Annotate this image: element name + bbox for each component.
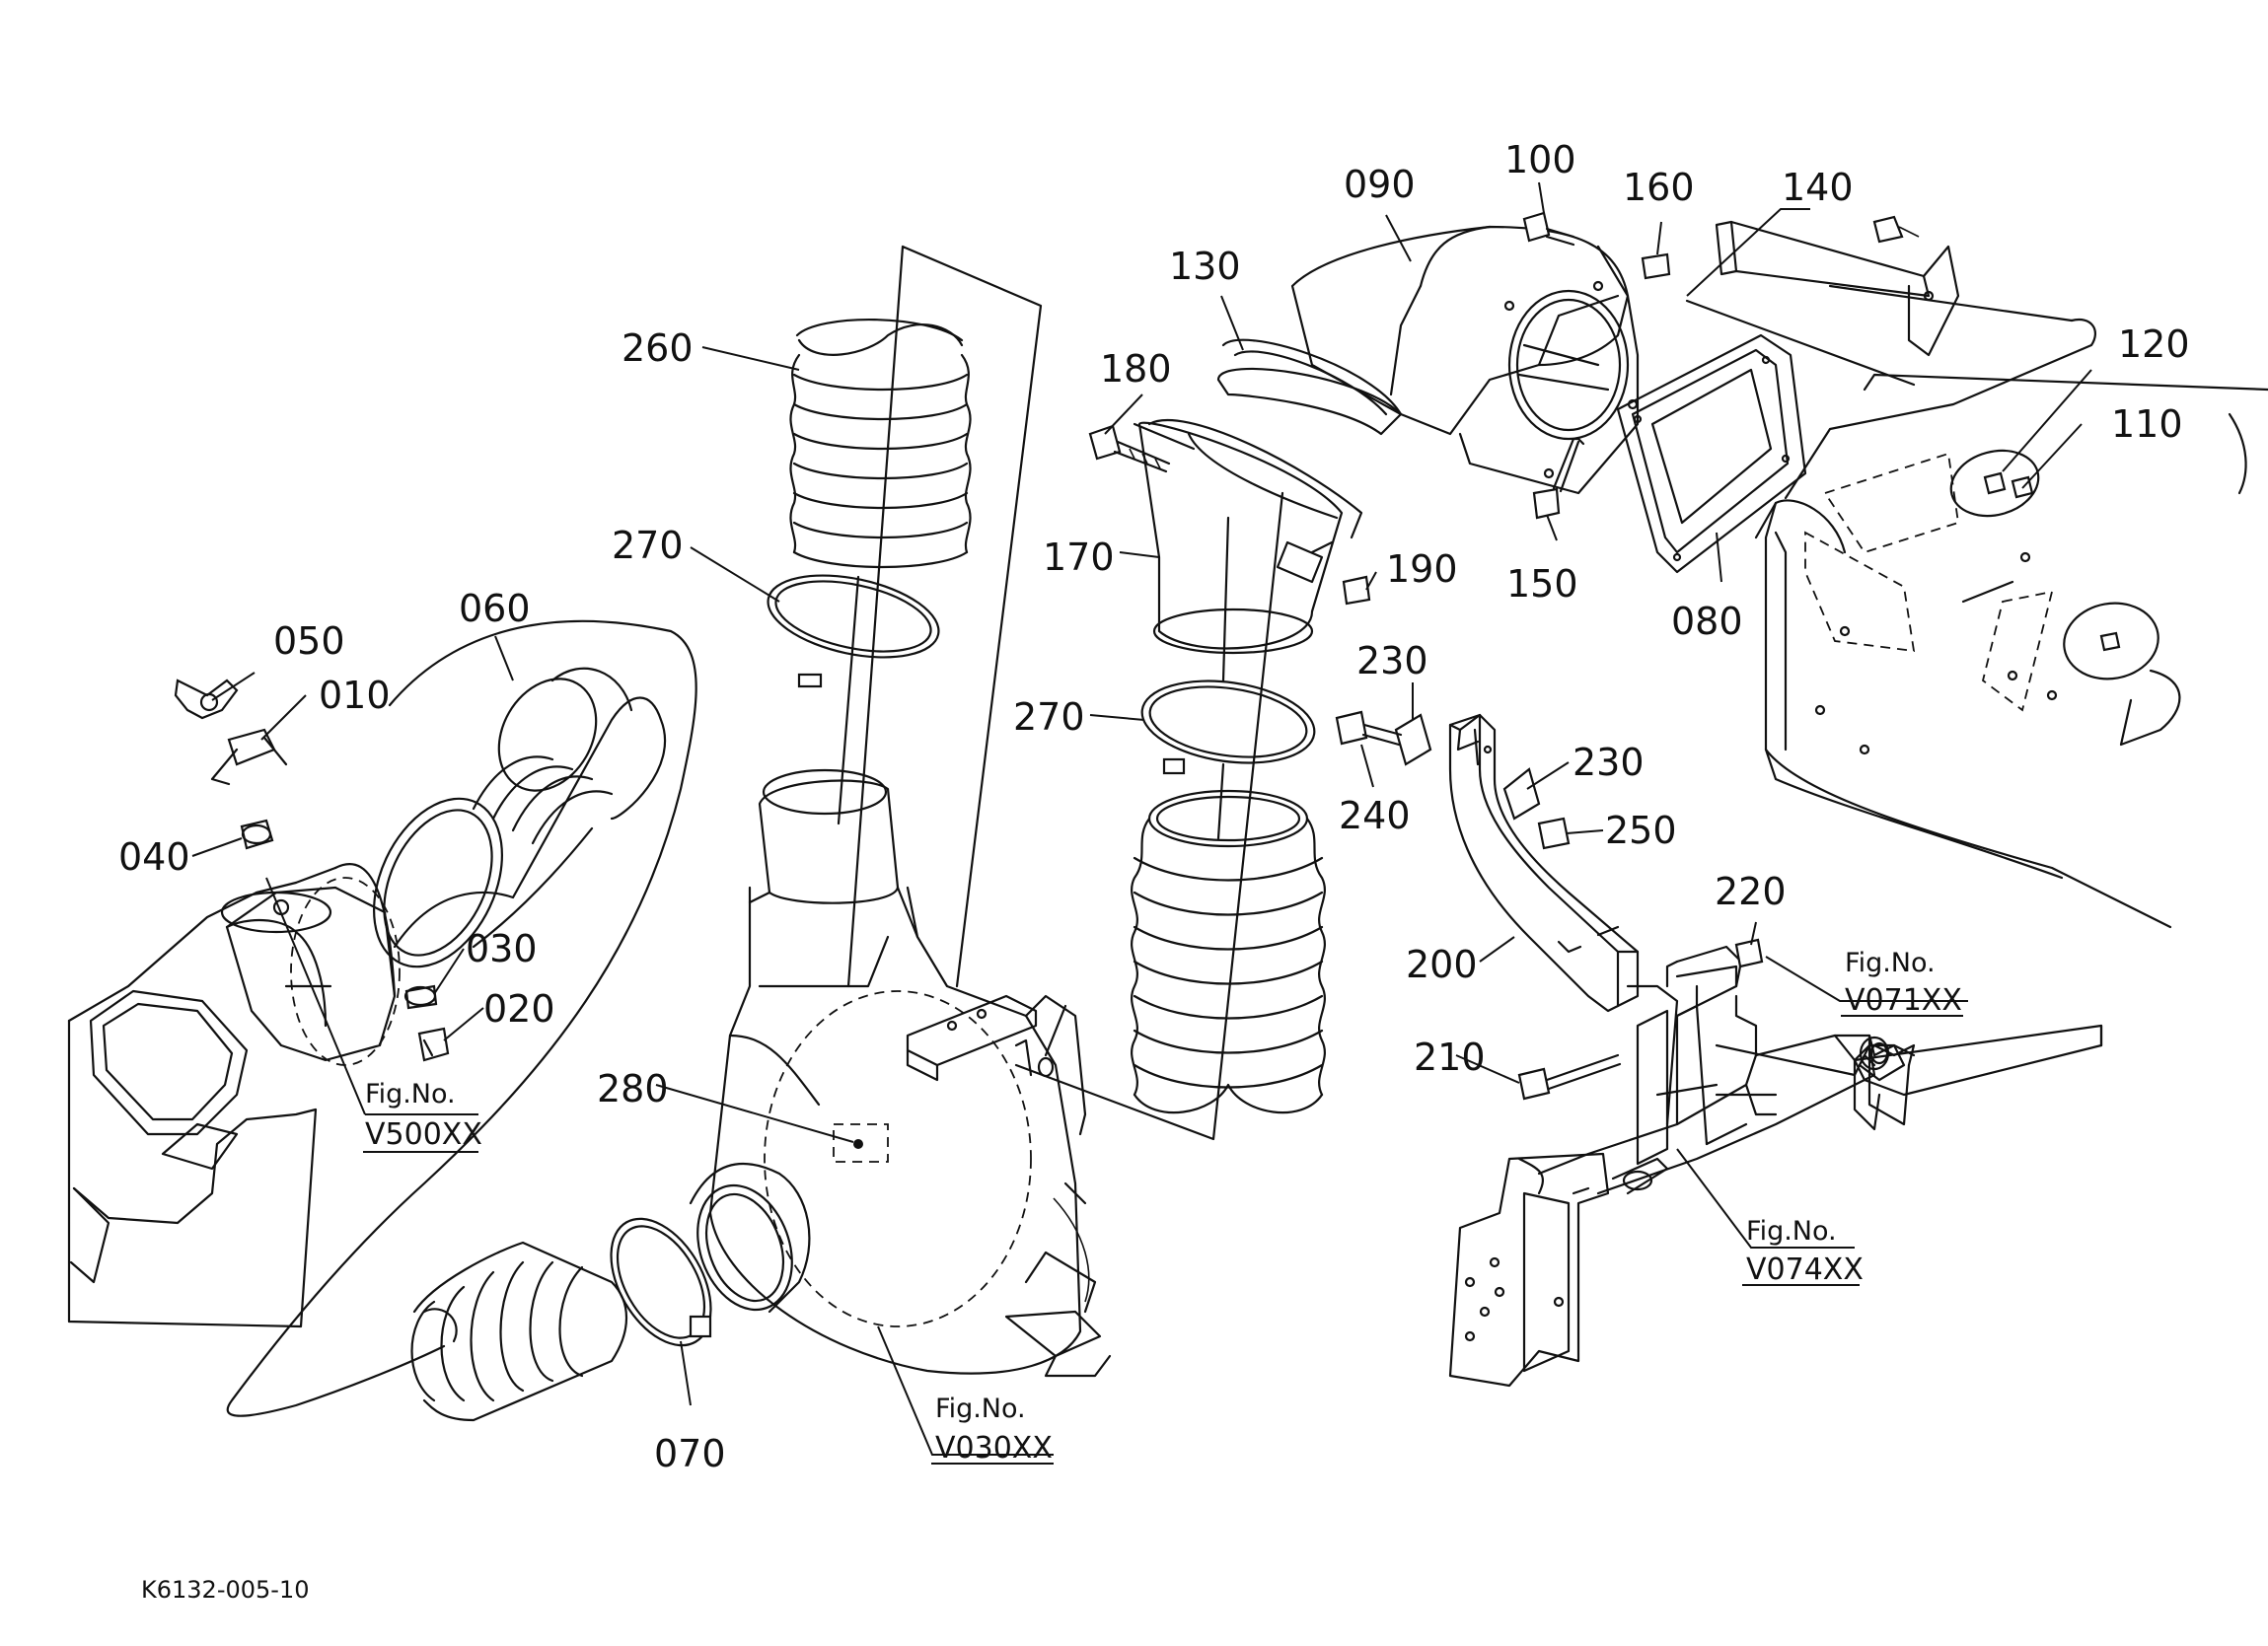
hose-060 — [373, 667, 667, 968]
clamp-270-upper — [767, 574, 940, 688]
blower-housing — [689, 768, 1112, 1378]
callout-200: 200 — [1406, 943, 1478, 986]
callout-150: 150 — [1506, 562, 1578, 606]
callout-260: 260 — [622, 326, 694, 370]
elbow-170 — [1133, 418, 1363, 655]
callout-280: 280 — [597, 1067, 669, 1110]
fig-ref-v030-code: V030XX — [935, 1431, 1053, 1466]
outline-curve — [226, 619, 697, 1417]
fig-ref-v071-prefix: Fig.No. — [1845, 948, 1936, 978]
bolt-210 — [1517, 1053, 1622, 1101]
plate-230b — [1502, 767, 1541, 821]
leader-lines — [191, 181, 2092, 1456]
fig-ref-v500-code: V500XX — [365, 1117, 482, 1152]
bellows-260 — [789, 319, 972, 569]
bolt-240 — [1335, 710, 1403, 747]
callout-120: 120 — [2118, 322, 2190, 366]
fig-ref-v030: Fig.No. V030XX — [931, 1394, 1054, 1466]
callout-230a: 230 — [1356, 639, 1428, 682]
nut-190 — [1342, 575, 1371, 606]
callout-230b: 230 — [1573, 741, 1645, 784]
fig-ref-v074: Fig.No. V074XX — [1742, 1216, 1864, 1287]
bellows-lower-left — [410, 1241, 628, 1422]
callout-070: 070 — [654, 1432, 726, 1475]
sticker-280 — [833, 1123, 889, 1163]
fig-ref-v071-code: V071XX — [1845, 983, 1962, 1018]
callout-130: 130 — [1169, 245, 1241, 288]
callout-180: 180 — [1100, 347, 1172, 391]
callout-040: 040 — [118, 835, 190, 879]
callout-100: 100 — [1504, 138, 1576, 181]
callout-090: 090 — [1344, 163, 1416, 206]
right-chassis — [1685, 284, 2268, 929]
nut-250 — [1537, 817, 1571, 850]
callout-010: 010 — [319, 674, 391, 717]
callout-170: 170 — [1043, 536, 1115, 579]
fig-ref-v071: Fig.No. V071XX — [1841, 948, 1963, 1018]
small-parts-left — [174, 679, 450, 1062]
duct-090 — [1290, 225, 1640, 495]
callout-240: 240 — [1339, 794, 1411, 837]
callout-190: 190 — [1386, 547, 1458, 591]
fig-ref-v030-prefix: Fig.No. — [935, 1394, 1026, 1424]
callout-labels: 090 100 160 140 130 120 110 260 180 170 … — [118, 138, 2190, 1475]
clamp-270-lower — [1140, 680, 1316, 775]
callout-160: 160 — [1623, 166, 1695, 209]
sticker-280-dot — [853, 1139, 863, 1149]
bolt-180 — [1088, 424, 1171, 473]
callout-030: 030 — [466, 927, 538, 970]
nut-220 — [1734, 938, 1764, 968]
drawing-code: K6132-005-10 — [141, 1576, 309, 1604]
fig-ref-v074-code: V074XX — [1746, 1252, 1864, 1287]
stay-200 — [1448, 713, 1640, 1013]
hitch-frame — [1448, 945, 2103, 1388]
bolt-100 — [1522, 211, 1575, 247]
callout-250: 250 — [1605, 809, 1677, 852]
plate-230a — [1394, 713, 1432, 766]
nut-160 — [1641, 252, 1671, 280]
callout-270b: 270 — [1013, 695, 1085, 739]
fig-ref-v500: Fig.No. V500XX — [363, 1079, 482, 1153]
fig-ref-v074-prefix: Fig.No. — [1746, 1216, 1837, 1247]
callout-210: 210 — [1414, 1036, 1486, 1079]
bellows-right — [1131, 789, 1326, 1114]
callout-140: 140 — [1782, 166, 1854, 209]
callout-060: 060 — [459, 587, 531, 630]
frame-lines-center — [846, 245, 1284, 1141]
callout-080: 080 — [1671, 600, 1743, 643]
callout-220: 220 — [1715, 870, 1787, 913]
blower-bracket — [906, 994, 1038, 1082]
bolt-150 — [1532, 437, 1585, 520]
callout-270a: 270 — [612, 524, 684, 567]
axis-260 — [837, 575, 860, 825]
callout-110: 110 — [2111, 402, 2183, 446]
hose-060-end — [497, 678, 598, 792]
callout-020: 020 — [483, 987, 555, 1031]
callout-050: 050 — [273, 619, 345, 663]
axis-170 — [1216, 516, 1230, 840]
gasket-080 — [1616, 333, 1807, 574]
fig-ref-v500-prefix: Fig.No. — [365, 1079, 456, 1109]
